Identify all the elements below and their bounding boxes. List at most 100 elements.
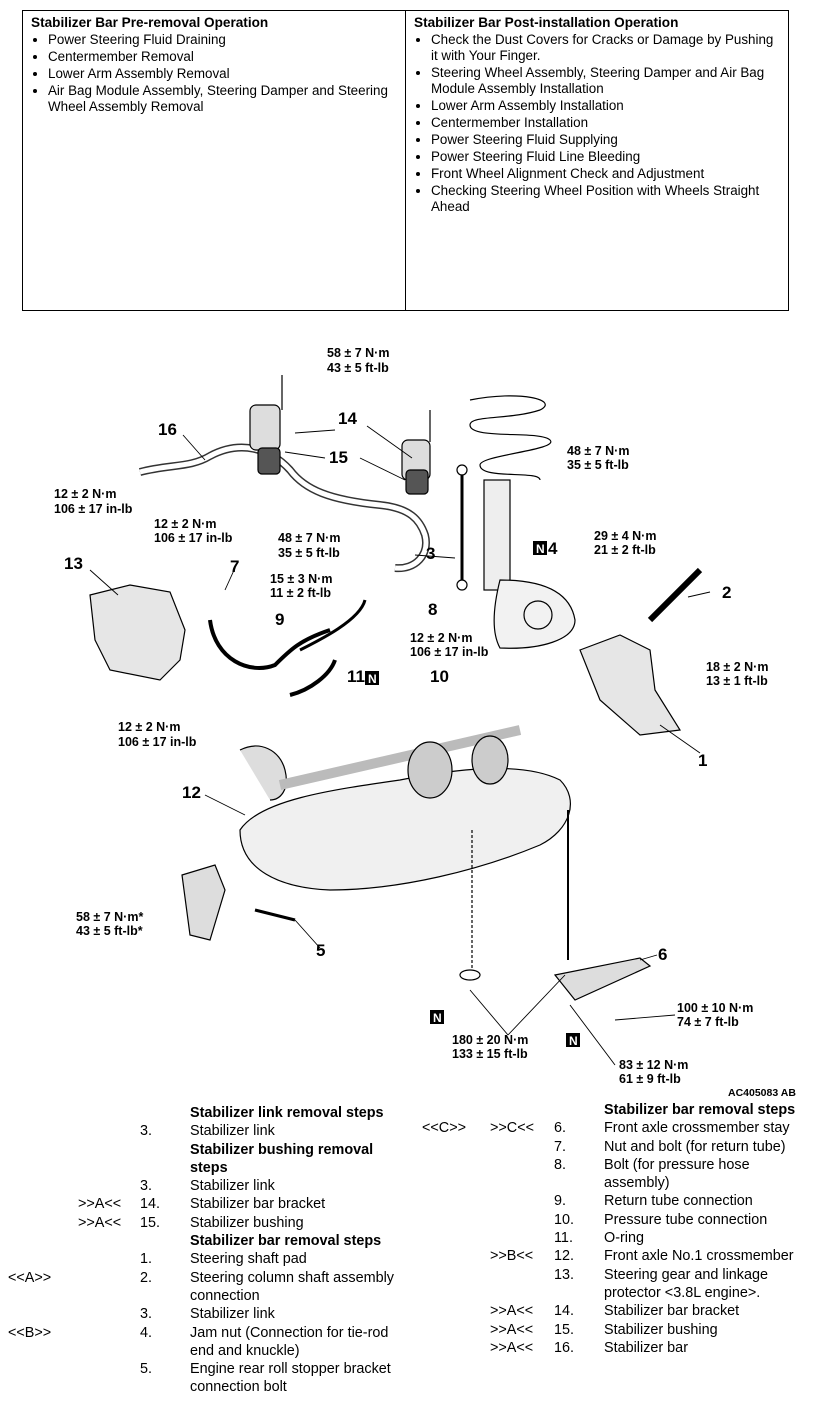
list-item: Lower Arm Assembly Removal xyxy=(48,66,397,82)
step-text: Stabilizer link xyxy=(190,1123,275,1140)
callout-1: 1 xyxy=(698,751,707,770)
operations-table: Stabilizer Bar Pre-removal Operation Pow… xyxy=(22,10,789,311)
leader-lines xyxy=(89,425,711,1066)
step-number: 12. xyxy=(554,1248,575,1265)
n-marks: N N N N xyxy=(365,541,580,1048)
step-row: <<A>>2.Steering column shaft assembly co… xyxy=(0,1269,400,1306)
step-number: 3. xyxy=(140,1306,153,1323)
post-install-list: Check the Dust Covers for Cracks or Dama… xyxy=(414,32,780,215)
step-row: 3.Stabilizer link xyxy=(0,1177,400,1195)
step-number: 3. xyxy=(140,1123,153,1140)
torque-label: 12 ± 2 N·m xyxy=(154,517,216,531)
step-text: Steering column shaft assembly connectio… xyxy=(190,1269,394,1304)
torque-label: 12 ± 2 N·m xyxy=(118,720,180,734)
step-number: 7. xyxy=(554,1138,567,1155)
step-row: 5.Engine rear roll stopper bracket conne… xyxy=(0,1360,400,1397)
torque-label: 43 ± 5 ft-lb* xyxy=(76,924,143,938)
step-text: O-ring xyxy=(604,1230,644,1247)
step-text: Stabilizer link removal steps xyxy=(190,1105,384,1121)
step-number: 14. xyxy=(140,1196,161,1213)
torque-label: 106 ± 17 in-lb xyxy=(54,502,133,516)
step-row: >>B<< 12. Front axle No.1 crossmember xyxy=(410,1247,815,1265)
torque-label: 13 ± 1 ft-lb xyxy=(706,674,768,688)
callout-14: 14 xyxy=(338,409,357,428)
step-number: 10. xyxy=(554,1211,575,1228)
torque-label: 12 ± 2 N·m xyxy=(54,487,116,501)
torque-label: 58 ± 7 N·m xyxy=(327,346,389,360)
step-row: >>A<<16.Stabilizer bar xyxy=(410,1339,815,1357)
diagram-parts xyxy=(89,375,703,1001)
list-item: Air Bag Module Assembly, Steering Damper… xyxy=(48,83,397,115)
step-row: Stabilizer bar removal steps xyxy=(410,1101,815,1119)
step-text: Jam nut (Connection for tie-rod end and … xyxy=(190,1324,389,1359)
step-text: Stabilizer bar bracket xyxy=(190,1196,326,1213)
step-row: 11. O-ring xyxy=(410,1229,815,1247)
step-row: 1.Steering shaft pad xyxy=(0,1250,400,1268)
step-text: Front axle crossmember stay xyxy=(604,1120,790,1137)
torque-label: 29 ± 4 N·m xyxy=(594,529,656,543)
step-row: 8.Bolt (for pressure hose assembly) xyxy=(410,1156,815,1193)
callout-8: 8 xyxy=(428,600,437,619)
torque-label: 106 ± 17 in-lb xyxy=(118,735,197,749)
torque-label: 48 ± 7 N·m xyxy=(567,444,629,458)
torque-label: 15 ± 3 N·m xyxy=(270,572,332,586)
step-row: >>A<< 14. Stabilizer bar bracket xyxy=(0,1195,400,1213)
step-ref: <<C>> xyxy=(422,1120,467,1137)
callout-10: 10 xyxy=(430,667,449,686)
step-number: 2. xyxy=(140,1269,153,1286)
step-text: Front axle No.1 crossmember xyxy=(604,1248,794,1265)
torque-label: 48 ± 7 N·m xyxy=(278,531,340,545)
step-row: 10.Pressure tube connection xyxy=(410,1211,815,1229)
left-steps-list: Stabilizer link removal steps 3. Stabilize… xyxy=(0,1104,400,1397)
step-row: <<B>>4.Jam nut (Connection for tie-rod e… xyxy=(0,1324,400,1361)
torque-label: 12 ± 2 N·m xyxy=(410,631,472,645)
step-text: Stabilizer bushing xyxy=(190,1214,304,1231)
step-row: 13. Steering gear and linkage protector <… xyxy=(410,1266,815,1303)
step-number: 11. xyxy=(554,1230,573,1247)
step-symbol: >>A<< xyxy=(490,1303,534,1320)
step-row: >>A<<14.Stabilizer bar bracket xyxy=(410,1302,815,1320)
step-text: Engine rear roll stopper bracket connect… xyxy=(190,1361,391,1396)
step-number: 14. xyxy=(554,1303,575,1320)
list-item: Checking Steering Wheel Position with Wh… xyxy=(431,183,780,215)
callout-11: 11 xyxy=(347,667,365,686)
step-symbol: >>A<< xyxy=(78,1214,122,1231)
callout-16: 16 xyxy=(158,420,177,439)
pre-removal-list: Power Steering Fluid Draining Centermemb… xyxy=(31,32,397,115)
torque-label: 61 ± 9 ft-lb xyxy=(619,1072,681,1086)
torque-label: 11 ± 2 ft-lb xyxy=(270,586,331,600)
step-text: Stabilizer bar removal steps xyxy=(604,1102,796,1118)
torque-label: 180 ± 20 N·m xyxy=(452,1033,528,1047)
callout-7: 7 xyxy=(230,557,239,576)
step-text: Nut and bolt (for return tube) xyxy=(604,1138,786,1155)
pre-removal-title: Stabilizer Bar Pre-removal Operation xyxy=(31,15,269,30)
pre-removal-column: Stabilizer Bar Pre-removal Operation Pow… xyxy=(23,11,405,310)
step-symbol: >>C<< xyxy=(490,1120,535,1137)
step-text: Stabilizer bar removal steps xyxy=(190,1233,382,1250)
step-number: 9. xyxy=(554,1193,567,1210)
step-symbol: >>A<< xyxy=(78,1196,122,1213)
step-symbol: >>B<< xyxy=(490,1248,534,1265)
callout-9: 9 xyxy=(275,610,284,629)
step-text: Return tube connection xyxy=(604,1193,753,1210)
step-row: >>A<<15.Stabilizer bushing xyxy=(410,1321,815,1339)
torque-label: 58 ± 7 N·m* xyxy=(76,910,143,924)
callout-13: 13 xyxy=(64,554,83,573)
list-item: Power Steering Fluid Draining xyxy=(48,32,397,48)
torque-label: 35 ± 5 ft-lb xyxy=(278,546,340,560)
post-install-title: Stabilizer Bar Post-installation Operati… xyxy=(414,15,679,30)
n-mark: N xyxy=(569,1034,578,1048)
figure-code: AC405083 AB xyxy=(728,1087,796,1099)
step-row: Stabilizer link removal steps xyxy=(0,1104,400,1122)
step-text: Stabilizer bar xyxy=(604,1339,688,1356)
post-install-column: Stabilizer Bar Post-installation Operati… xyxy=(405,11,788,310)
torque-label: 106 ± 17 in-lb xyxy=(154,531,233,545)
step-number: 13. xyxy=(554,1266,575,1283)
list-item: Steering Wheel Assembly, Steering Damper… xyxy=(431,65,780,97)
step-row: 3. Stabilizer link xyxy=(0,1122,400,1140)
step-symbol: >>A<< xyxy=(490,1339,534,1356)
step-number: 6. xyxy=(554,1120,567,1137)
step-number: 4. xyxy=(140,1324,153,1341)
step-text: Steering gear and linkage protector <3.8… xyxy=(604,1266,769,1301)
list-item: Power Steering Fluid Line Bleeding xyxy=(431,149,780,165)
